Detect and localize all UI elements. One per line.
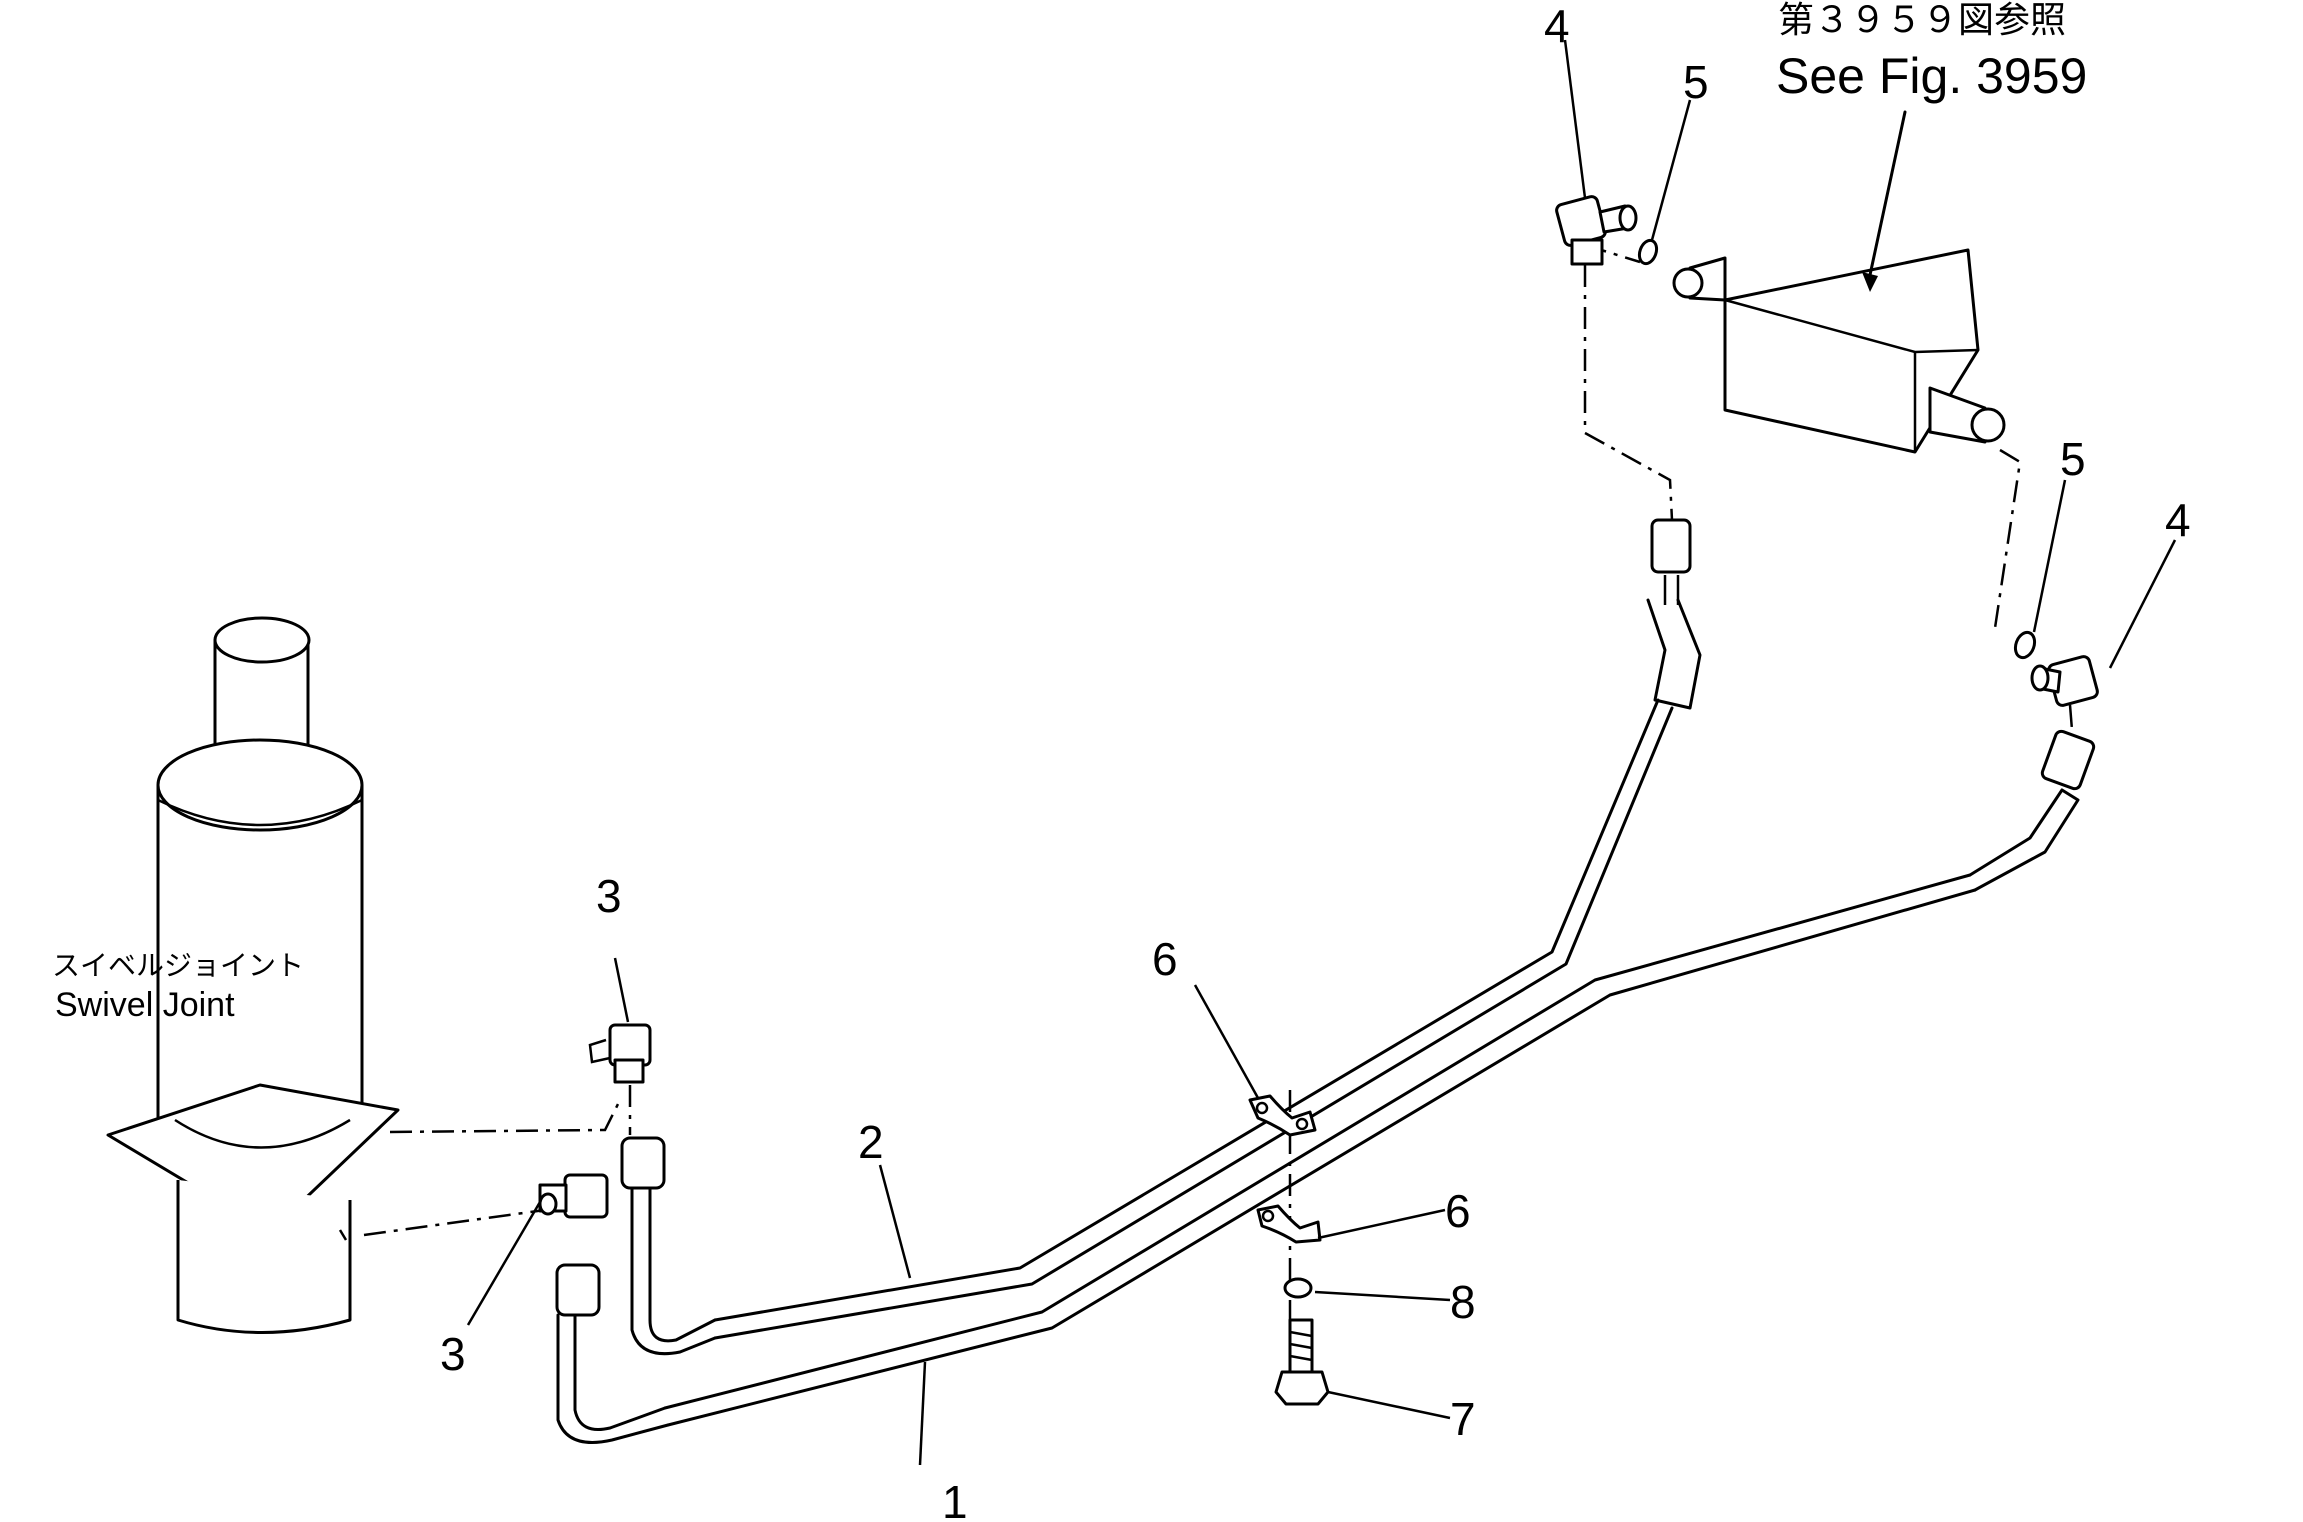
reference-label-jp: 第３９５９図参照 [1778, 0, 2066, 40]
reference-arrowhead [1862, 272, 1878, 292]
callout-4b: 4 [2165, 494, 2191, 546]
centerline-valve-right [1993, 448, 2022, 629]
fig-3959-valve [1672, 248, 2006, 454]
swivel-joint [106, 616, 400, 1334]
reference-label-en: See Fig. 3959 [1776, 48, 2087, 104]
callout-6a: 6 [1152, 933, 1178, 985]
o-ring-5a [1637, 238, 1659, 266]
elbow-fitting-3a [588, 1023, 652, 1084]
callout-3a: 3 [596, 870, 622, 922]
clamp-6b [1256, 1204, 1322, 1244]
centerline-right-fitting [2068, 704, 2074, 731]
callout-5a: 5 [1683, 56, 1709, 108]
swivel-joint-label-en: Swivel Joint [55, 986, 235, 1024]
callout-1: 1 [942, 1476, 968, 1522]
callout-4a: 4 [1544, 0, 1570, 52]
callout-6b: 6 [1445, 1185, 1471, 1237]
reference-leader [1868, 110, 1907, 277]
o-ring-5b [2013, 630, 2037, 660]
centerline-top-pipe [1583, 265, 1674, 521]
callout-8: 8 [1450, 1276, 1476, 1328]
lock-washer-8 [1283, 1277, 1313, 1299]
pipe-1 [555, 729, 2096, 1444]
callout-5b: 5 [2060, 433, 2086, 485]
clamp-6a [1248, 1094, 1317, 1137]
leader-lines [466, 39, 2177, 1466]
centerline-lower-left [363, 1208, 546, 1237]
callout-7: 7 [1450, 1393, 1476, 1445]
callout-3b: 3 [440, 1328, 466, 1380]
elbow-fitting-4a [1555, 195, 1638, 266]
centerline-upper-left [389, 1099, 622, 1134]
swivel-joint-label-jp: スイベルジョイント [52, 950, 304, 981]
elbow-fitting-4b [2030, 655, 2099, 707]
callout-2: 2 [858, 1116, 884, 1168]
bolt-7 [1274, 1318, 1330, 1406]
elbow-fitting-3b [538, 1173, 609, 1219]
